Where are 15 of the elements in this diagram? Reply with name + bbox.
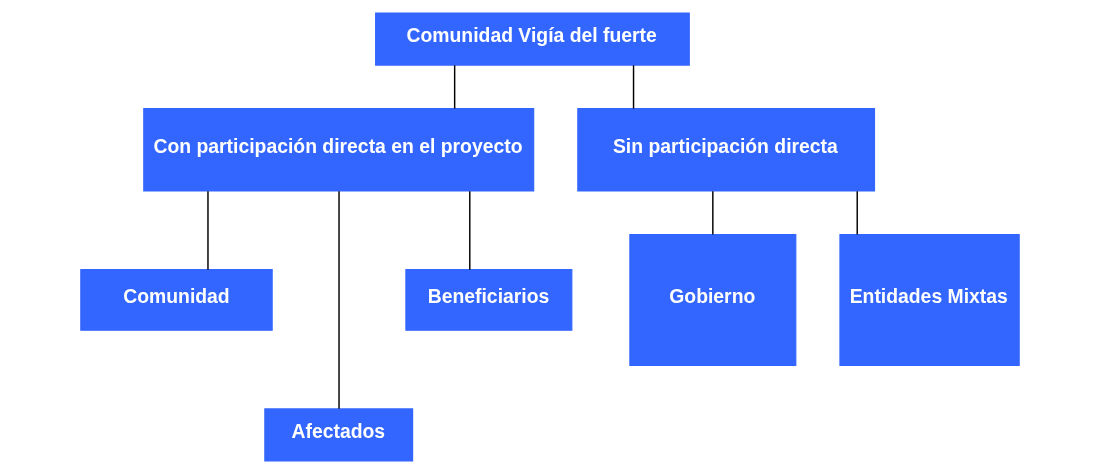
- node-box: Con participación directa en el proyecto: [142, 108, 534, 192]
- node-box: Gobierno: [628, 233, 796, 366]
- connector: [711, 190, 714, 236]
- node-box: Beneficiarios: [404, 269, 572, 331]
- connector: [453, 64, 455, 110]
- connector: [632, 64, 634, 110]
- node-box: Comunidad: [79, 269, 273, 331]
- connector: [337, 190, 340, 410]
- connector: [206, 190, 209, 271]
- node-box: Comunidad Vigía del fuerte: [374, 12, 690, 66]
- node-box: Entidades Mixtas: [838, 233, 1020, 366]
- connector: [468, 190, 470, 271]
- node-box: Afectados: [263, 408, 413, 462]
- connector: [856, 190, 858, 236]
- node-box: Sin participación directa: [576, 108, 875, 192]
